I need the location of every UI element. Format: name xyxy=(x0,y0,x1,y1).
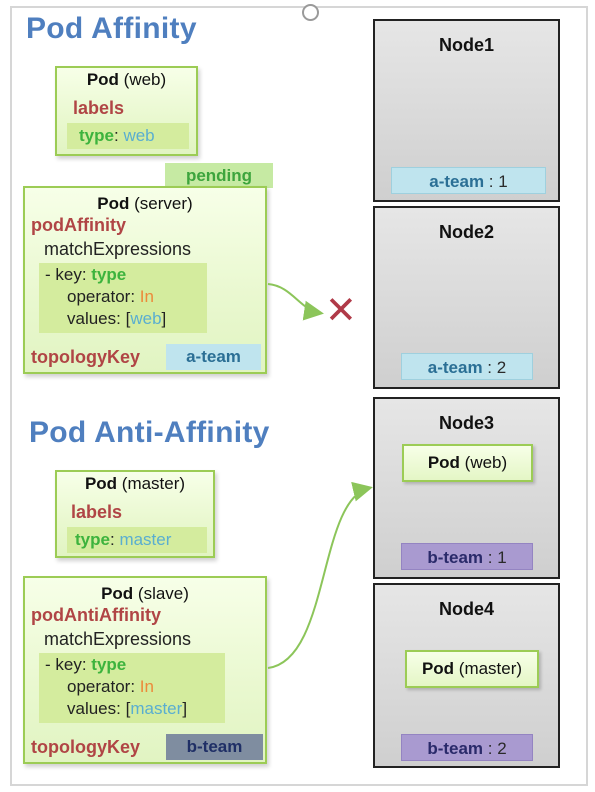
node-4-pod-name: (master) xyxy=(458,659,523,678)
node-4: Node4 Pod (master) b-team : 2 xyxy=(373,583,560,768)
slave-pod-match-label: matchExpressions xyxy=(44,629,192,649)
server-pod-topology-value: a-team xyxy=(166,344,261,370)
server-pod-title: Pod (server) xyxy=(25,194,265,214)
blocked-cross-icon: ✕ xyxy=(325,290,357,332)
node-2-name: Node2 xyxy=(438,222,494,242)
master-pod-name: (master) xyxy=(121,474,186,493)
node-1-team-value: 1 xyxy=(498,172,508,191)
server-pod-values-row: values: [web] xyxy=(67,309,166,329)
slave-pod-title: Pod (slave) xyxy=(25,584,265,604)
node-4-team-value: 2 xyxy=(497,739,507,758)
slave-pod-key-row: - key: type xyxy=(45,655,126,675)
pod-anti-affinity-title: Pod Anti-Affinity xyxy=(29,416,270,449)
node-3-pod: Pod (web) xyxy=(402,444,533,482)
server-pod-values-open: [ xyxy=(125,309,131,328)
web-pod-label-row: type: web xyxy=(67,123,189,149)
slave-pod-operator-value: In xyxy=(139,677,154,696)
web-pod-kind: Pod xyxy=(86,70,119,89)
server-pod-operator-value: In xyxy=(139,287,154,306)
web-pod-labels-label: labels xyxy=(73,98,125,118)
node-3-team-value: 1 xyxy=(497,548,507,567)
slave-pod-values-row: values: [master] xyxy=(67,699,187,719)
slave-pod-key-value: type xyxy=(91,655,127,674)
web-pod-box: Pod (web) labels type: web xyxy=(55,66,198,156)
server-pod-kind: Pod xyxy=(97,194,130,213)
node-3-pod-kind: Pod xyxy=(427,453,460,472)
node-1-team-label: a-team : 1 xyxy=(391,167,546,194)
master-pod-label-row: type: master xyxy=(67,527,207,553)
server-pod-operator-label: operator: xyxy=(67,287,136,306)
node-2-team-value: 2 xyxy=(496,358,507,377)
slave-pod-values-label: values: xyxy=(67,699,121,718)
pending-status-badge: pending xyxy=(165,163,273,188)
master-pod-label-key: type xyxy=(75,530,110,549)
master-pod-label-colon: : xyxy=(109,530,115,549)
server-pod-box: Pod (server) podAffinity matchExpression… xyxy=(23,186,267,374)
server-pod-name: (server) xyxy=(134,194,193,213)
node-4-pod: Pod (master) xyxy=(405,650,539,688)
node-2-team-key: a-team xyxy=(427,358,483,377)
slave-pod-name: (slave) xyxy=(137,584,189,603)
web-pod-label-text: type: web xyxy=(79,126,155,146)
master-pod-title: Pod (master) xyxy=(57,474,213,494)
master-pod-labels-label: labels xyxy=(71,502,123,522)
node-4-pod-kind: Pod xyxy=(421,659,455,678)
slave-pod-values-open: [ xyxy=(125,699,131,718)
node-1-team-sep: : xyxy=(484,172,499,191)
slave-pod-rule-label: podAntiAffinity xyxy=(31,605,161,625)
server-pod-key-row: - key: type xyxy=(45,265,126,285)
slave-pod-kind: Pod xyxy=(101,584,134,603)
server-pod-values-close: ] xyxy=(161,309,167,328)
server-pod-topology-label: topologyKey xyxy=(31,347,141,367)
server-pod-key-value: type xyxy=(91,265,127,284)
node-2-team-label: a-team : 2 xyxy=(401,353,533,380)
server-pod-rule-label: podAffinity xyxy=(31,215,126,235)
slave-pod-topology-label: topologyKey xyxy=(31,737,141,757)
node-3-name: Node3 xyxy=(438,413,494,433)
web-pod-label-key: type xyxy=(79,126,114,145)
server-pod-values-value: web xyxy=(130,309,162,328)
slave-pod-values-value: master xyxy=(130,699,183,718)
node-4-team-label: b-team : 2 xyxy=(401,734,533,761)
master-pod-box: Pod (master) labels type: master xyxy=(55,470,215,558)
slave-pod-operator-label: operator: xyxy=(67,677,136,696)
node-1-team-key: a-team xyxy=(429,172,485,191)
node-3-team-key: b-team xyxy=(427,548,484,567)
node-2: Node2 a-team : 2 xyxy=(373,206,560,389)
server-pod-expression-block: - key: type operator: In values: [web] xyxy=(39,263,207,333)
slave-pod-topology-value: b-team xyxy=(166,734,263,760)
node-3-team-sep: : xyxy=(483,548,498,567)
node-4-team-key: b-team xyxy=(427,739,484,758)
node-3-team-label: b-team : 1 xyxy=(401,543,533,570)
slave-pod-values-close: ] xyxy=(182,699,188,718)
web-pod-title: Pod (web) xyxy=(57,70,196,90)
node-4-name: Node4 xyxy=(438,599,494,619)
slave-pod-key-label: - key: xyxy=(45,655,87,674)
node-3: Node3 Pod (web) b-team : 1 xyxy=(373,397,560,579)
master-pod-label-value: master xyxy=(119,530,172,549)
node-4-team-sep: : xyxy=(483,739,498,758)
web-pod-label-colon: : xyxy=(113,126,119,145)
slave-pod-box: Pod (slave) podAntiAffinity matchExpress… xyxy=(23,576,267,764)
pod-affinity-title: Pod Affinity xyxy=(26,12,197,45)
diagram-frame xyxy=(10,4,588,786)
node-1: Node1 a-team : 1 xyxy=(373,19,560,202)
master-pod-kind: Pod xyxy=(84,474,118,493)
server-pod-operator-row: operator: In xyxy=(67,287,154,307)
resize-handle-icon xyxy=(302,4,319,21)
slave-pod-expression-block: - key: type operator: In values: [master… xyxy=(39,653,225,723)
node-3-pod-name: (web) xyxy=(464,453,508,472)
node-1-name: Node1 xyxy=(438,35,494,55)
server-pod-key-label: - key: xyxy=(45,265,87,284)
node-2-team-sep: : xyxy=(482,358,497,377)
server-pod-match-label: matchExpressions xyxy=(44,239,192,259)
server-pod-values-label: values: xyxy=(67,309,121,328)
web-pod-name: (web) xyxy=(123,70,167,89)
slave-pod-operator-row: operator: In xyxy=(67,677,154,697)
master-pod-label-text: type: master xyxy=(75,530,171,550)
web-pod-label-value: web xyxy=(123,126,155,145)
